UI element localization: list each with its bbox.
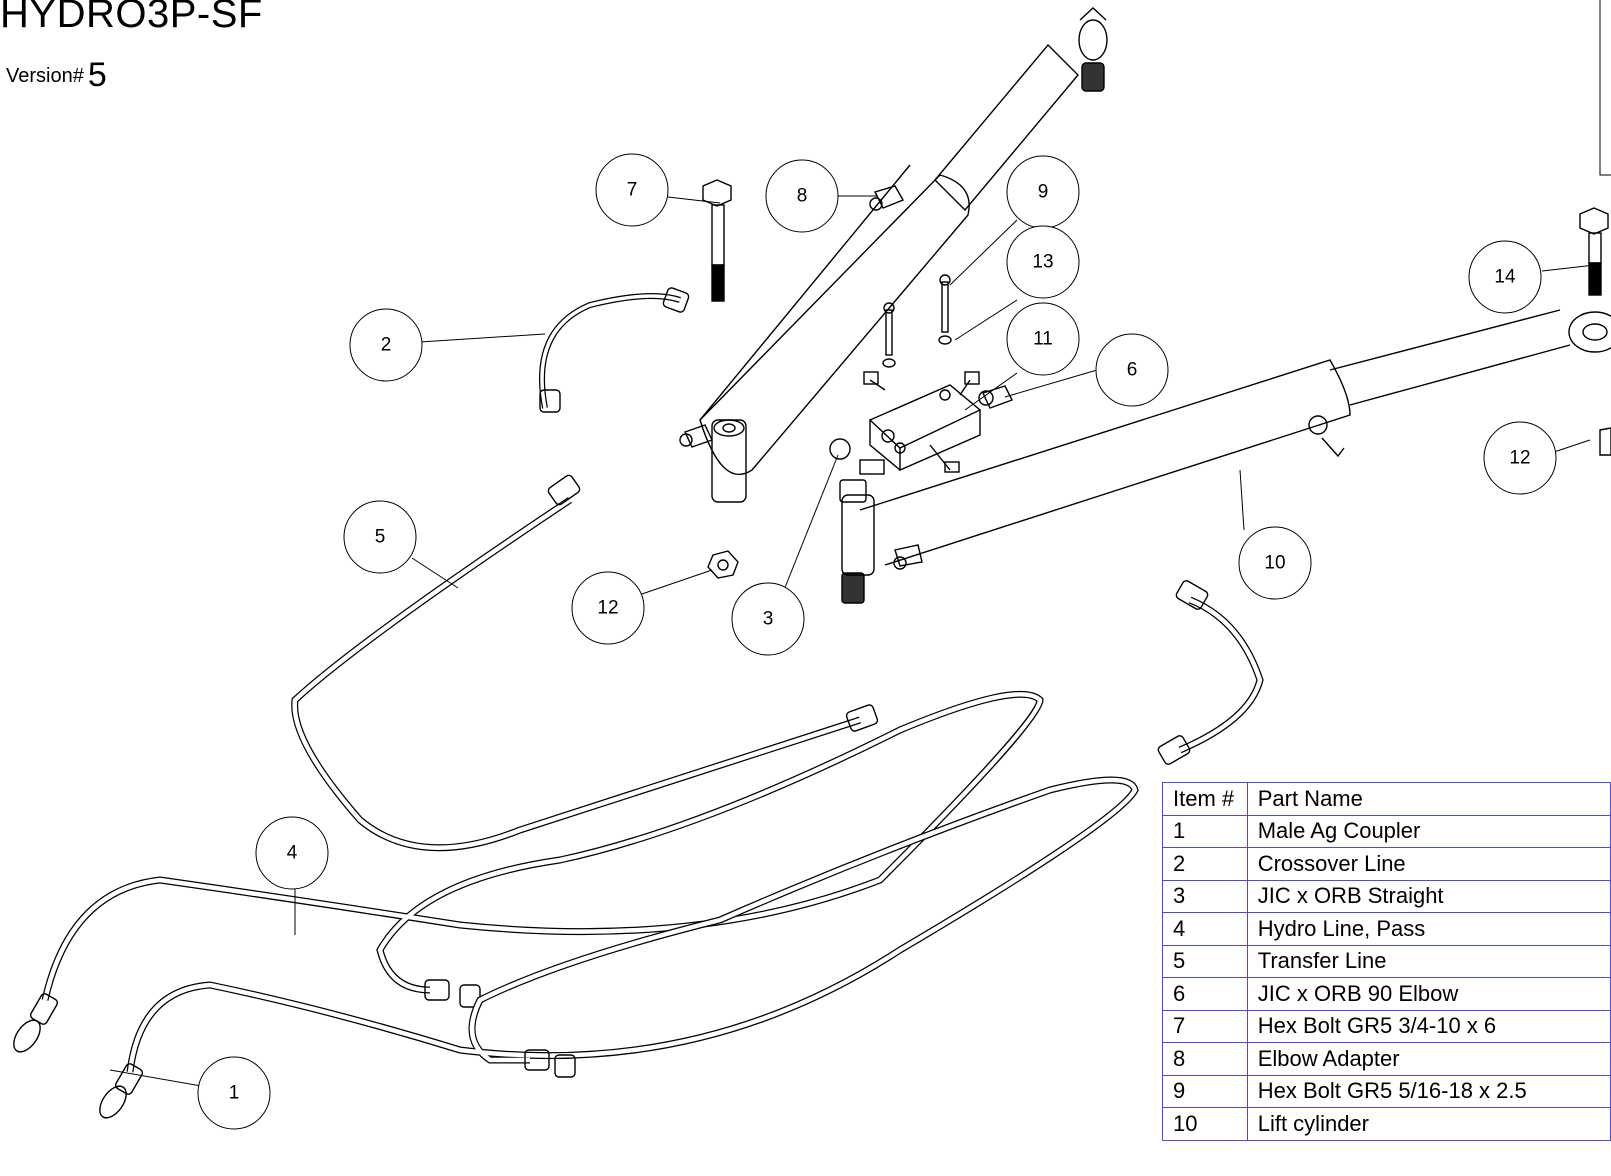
callout-bubbles: 1 2 3 4 5 6 7 8 9 10 11 12 12 13 14 xyxy=(197,153,1557,1130)
version-label-text: Version# xyxy=(6,65,84,87)
callout-6: 6 xyxy=(1095,333,1169,407)
svg-text:10: 10 xyxy=(1264,553,1285,574)
svg-text:13: 13 xyxy=(1032,252,1053,273)
part-name-cell: Hex Bolt GR5 3/4-10 x 6 xyxy=(1246,1009,1611,1043)
callout-2: 2 xyxy=(349,308,423,382)
item-number-cell: 8 xyxy=(1162,1042,1248,1076)
version-label: Version#5 xyxy=(6,52,107,94)
lift-cylinder xyxy=(839,309,1611,604)
valve-block xyxy=(863,371,982,473)
callout-3: 3 xyxy=(731,582,805,656)
part-name-cell: JIC x ORB Straight xyxy=(1246,879,1611,913)
part-name-cell: Hydro Line, Pass xyxy=(1246,912,1611,946)
part-name-cell: JIC x ORB 90 Elbow xyxy=(1246,977,1611,1011)
header-part-name: Part Name xyxy=(1246,782,1611,816)
callout-5: 5 xyxy=(343,500,417,574)
svg-text:3: 3 xyxy=(763,609,774,630)
part-name-cell: Crossover Line xyxy=(1246,847,1611,881)
callout-10: 10 xyxy=(1238,526,1312,600)
svg-text:12: 12 xyxy=(597,598,618,619)
part-name-cell: Transfer Line xyxy=(1246,944,1611,978)
part-name-cell: Lift cylinder xyxy=(1246,1107,1611,1141)
svg-text:11: 11 xyxy=(1033,329,1053,350)
callout-11: 11 xyxy=(1006,302,1080,376)
svg-text:5: 5 xyxy=(375,527,386,548)
svg-text:12: 12 xyxy=(1509,448,1530,469)
svg-text:7: 7 xyxy=(627,180,638,201)
callout-12-left: 12 xyxy=(571,571,645,645)
item-number-cell: 3 xyxy=(1162,879,1248,913)
item-number-cell: 2 xyxy=(1162,847,1248,881)
item-number-cell: 9 xyxy=(1162,1074,1248,1108)
svg-text:9: 9 xyxy=(1038,182,1049,203)
item-number-cell: 7 xyxy=(1162,1009,1248,1043)
part-name-cell: Elbow Adapter xyxy=(1246,1042,1611,1076)
upper-cylinder xyxy=(699,7,1108,503)
callout-13: 13 xyxy=(1006,225,1080,299)
item-number-cell: 5 xyxy=(1162,944,1248,978)
callout-12-right: 12 xyxy=(1483,421,1557,495)
callout-14: 14 xyxy=(1468,240,1542,314)
callout-9: 9 xyxy=(1006,155,1080,229)
version-number: 5 xyxy=(87,56,107,94)
item-number-cell: 10 xyxy=(1162,1107,1248,1141)
callout-8: 8 xyxy=(765,159,839,233)
item-number-cell: 4 xyxy=(1162,912,1248,946)
svg-text:4: 4 xyxy=(287,843,298,864)
svg-text:2: 2 xyxy=(381,335,392,356)
svg-text:6: 6 xyxy=(1127,360,1138,381)
callout-7: 7 xyxy=(595,153,669,227)
small-fittings xyxy=(13,179,1611,1119)
callout-4: 4 xyxy=(255,816,329,890)
hoses xyxy=(29,287,1264,1095)
drawing-title: HYDRO3P-SF xyxy=(0,0,263,36)
item-number-cell: 1 xyxy=(1162,814,1248,848)
part-name-cell: Hex Bolt GR5 5/16-18 x 2.5 xyxy=(1246,1074,1611,1108)
svg-text:14: 14 xyxy=(1494,267,1516,288)
item-number-cell: 6 xyxy=(1162,977,1248,1011)
part-name-cell: Male Ag Coupler xyxy=(1246,814,1611,848)
svg-text:8: 8 xyxy=(797,186,808,207)
svg-text:1: 1 xyxy=(229,1083,240,1104)
callout-1: 1 xyxy=(197,1056,271,1130)
table-header-row: Item # Part Name xyxy=(1162,782,1611,816)
header-item-number: Item # xyxy=(1162,782,1248,816)
